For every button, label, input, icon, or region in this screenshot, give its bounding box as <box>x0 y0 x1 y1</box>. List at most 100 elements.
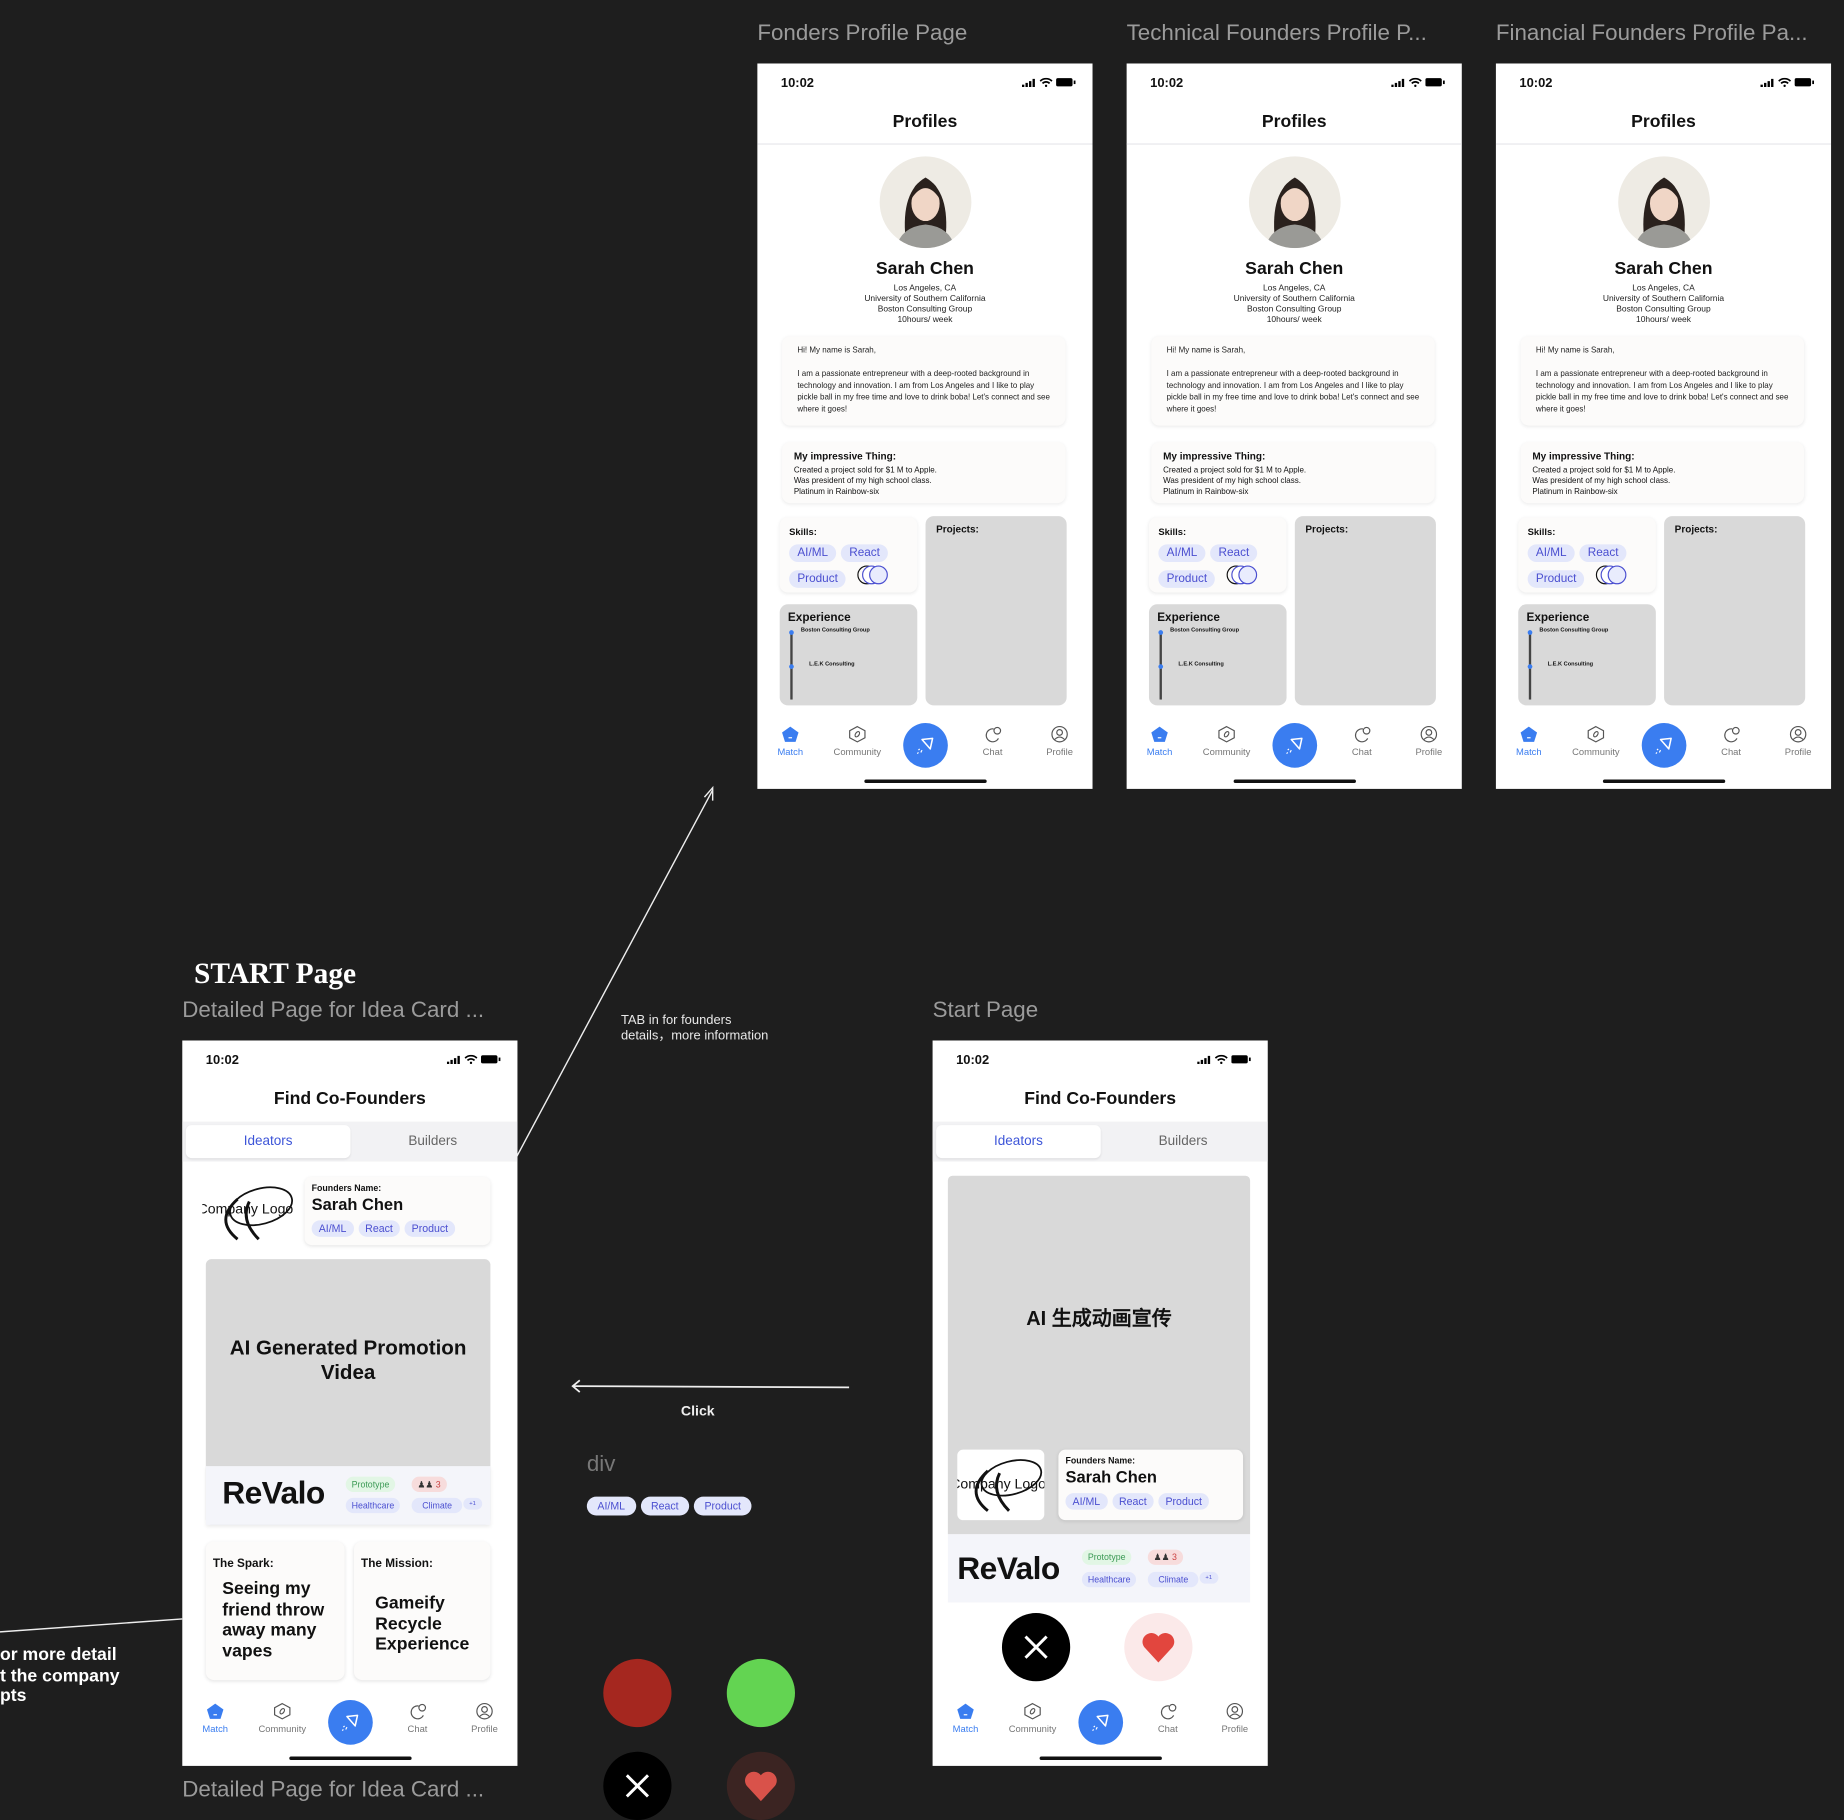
avatar[interactable] <box>1618 156 1710 249</box>
tab-match[interactable]: Match <box>933 1702 1001 1734</box>
more-skills-icon[interactable] <box>1595 564 1633 585</box>
reject-button-red[interactable] <box>603 1658 672 1728</box>
projects-card[interactable]: Projects: <box>1294 516 1436 706</box>
reject-button[interactable] <box>603 1751 672 1820</box>
impressive-title: My impressive Thing: <box>1532 450 1635 463</box>
skill-chip[interactable]: AI/ML <box>586 1496 636 1516</box>
tab-match[interactable]: Match <box>182 1702 250 1734</box>
impressive-card: My impressive Thing: Created a project s… <box>1151 442 1435 504</box>
bottom-tab-bar: Match Community Chat Profile <box>1496 714 1831 773</box>
idea-card[interactable]: AI 生成动画宣传 Company Logo Founders Name: Sa… <box>947 1175 1251 1535</box>
reject-button[interactable] <box>1001 1613 1071 1682</box>
tab-community[interactable]: Community <box>997 1702 1068 1734</box>
skill-chip[interactable]: React <box>1210 544 1258 562</box>
skill-chip[interactable]: Product <box>1158 1493 1210 1510</box>
click-label: Click <box>680 1402 715 1420</box>
skills-title: Skills: <box>1527 526 1556 538</box>
bottom-tab-bar: Match Community Chat Profile <box>757 714 1092 773</box>
avatar[interactable] <box>1248 156 1341 249</box>
skill-chip[interactable]: React <box>640 1496 690 1516</box>
company-logo[interactable]: Company Logo <box>957 1449 1045 1521</box>
more-skills-icon[interactable] <box>856 564 894 585</box>
company-logo[interactable]: Company Logo <box>202 1185 294 1250</box>
avatar[interactable] <box>879 156 972 249</box>
location: Los Angeles, CA <box>1632 282 1695 293</box>
projects-card[interactable]: Projects: <box>925 516 1067 706</box>
tab-builders[interactable]: Builders <box>1158 1134 1208 1149</box>
click-arrow <box>572 1385 850 1389</box>
tab-ideators[interactable]: Ideators <box>936 1125 1101 1159</box>
skill-chip[interactable]: Product <box>693 1496 752 1516</box>
bio-card: Hi! My name is Sarah, I am a passionate … <box>782 336 1066 426</box>
skill-chip[interactable]: AI/ML <box>1158 544 1206 562</box>
heart-send-icon <box>916 737 934 755</box>
experience-card[interactable]: Experience Boston Consulting Group L.E.K… <box>1518 604 1656 706</box>
skill-chip[interactable]: AI/ML <box>1527 544 1575 562</box>
like-button[interactable] <box>726 1751 795 1820</box>
bottom-tab-bar: Match Community Chat Profile <box>1127 714 1462 773</box>
center-match-button[interactable] <box>903 723 948 768</box>
skill-chip[interactable]: AI/ML <box>311 1220 354 1237</box>
tab-profile[interactable]: Profile <box>1200 1702 1268 1734</box>
skill-chip[interactable]: React <box>1111 1493 1154 1510</box>
profile-screen: 10:02 Profiles Sarah Chen Los Angeles, C… <box>1495 63 1832 789</box>
skill-chip[interactable]: React <box>841 544 889 562</box>
tab-label: Community <box>1572 746 1620 758</box>
tab-match[interactable]: Match <box>1127 725 1195 757</box>
header-divider <box>1495 143 1832 145</box>
center-match-button[interactable] <box>1078 1700 1124 1745</box>
founder-name: Sarah Chen <box>1065 1467 1157 1487</box>
tab-chat[interactable]: Chat <box>1133 1702 1204 1734</box>
skill-chip[interactable]: Product <box>1527 570 1585 588</box>
tab-profile[interactable]: Profile <box>449 1702 517 1734</box>
tab-community[interactable]: Community <box>1191 725 1262 757</box>
match-icon <box>1151 726 1168 742</box>
skill-chip[interactable]: AI/ML <box>789 544 837 562</box>
founder-name: Sarah Chen <box>1614 258 1713 279</box>
skill-chip[interactable]: Product <box>789 570 847 588</box>
tab-chat[interactable]: Chat <box>1696 725 1767 757</box>
team-size-badge: ♟♟ 3 <box>411 1476 447 1492</box>
founder-name: Sarah Chen <box>311 1194 404 1214</box>
center-match-button[interactable] <box>328 1700 373 1745</box>
more-tags[interactable]: +1 <box>463 1497 482 1510</box>
skill-chip[interactable]: Product <box>404 1220 456 1237</box>
experience-card[interactable]: Experience Boston Consulting Group L.E.K… <box>1148 604 1287 706</box>
tab-chat[interactable]: Chat <box>1327 725 1398 757</box>
center-match-button[interactable] <box>1641 723 1687 768</box>
more-skills-icon[interactable] <box>1225 564 1263 585</box>
tab-builders[interactable]: Builders <box>408 1134 458 1149</box>
status-icons <box>1197 1054 1251 1065</box>
tab-label: Match <box>1516 746 1542 758</box>
tab-profile[interactable]: Profile <box>1024 725 1092 757</box>
more-tags[interactable]: +1 <box>1199 1571 1219 1584</box>
center-match-button[interactable] <box>1272 723 1318 768</box>
status-icons <box>446 1054 501 1065</box>
bio-greeting: Hi! My name is Sarah, <box>1535 346 1615 356</box>
projects-card[interactable]: Projects: <box>1664 516 1806 706</box>
company: Boston Consulting Group <box>877 303 973 314</box>
accept-button-green[interactable] <box>726 1658 795 1728</box>
tab-profile[interactable]: Profile <box>1763 725 1831 757</box>
tab-match[interactable]: Match <box>1496 725 1564 757</box>
tab-profile[interactable]: Profile <box>1394 725 1462 757</box>
tab-match[interactable]: Match <box>757 725 825 757</box>
tab-community[interactable]: Community <box>1561 725 1632 757</box>
home-indicator <box>1039 1756 1162 1761</box>
experience-item: Boston Consulting Group <box>1170 627 1240 634</box>
like-button[interactable] <box>1124 1613 1193 1682</box>
tab-community[interactable]: Community <box>822 725 893 757</box>
skill-chip[interactable]: React <box>358 1220 400 1237</box>
section-heading: START Page <box>194 958 357 990</box>
tab-chat[interactable]: Chat <box>382 1702 453 1734</box>
skill-chip[interactable]: Product <box>1158 570 1216 588</box>
tab-community[interactable]: Community <box>247 1702 318 1734</box>
experience-card[interactable]: Experience Boston Consulting Group L.E.K… <box>779 604 918 706</box>
tab-chat[interactable]: Chat <box>957 725 1028 757</box>
skill-chip[interactable]: AI/ML <box>1065 1493 1108 1510</box>
skill-chip[interactable]: React <box>1579 544 1627 562</box>
chat-icon <box>410 1703 427 1720</box>
tab-ideators[interactable]: Ideators <box>185 1125 351 1159</box>
